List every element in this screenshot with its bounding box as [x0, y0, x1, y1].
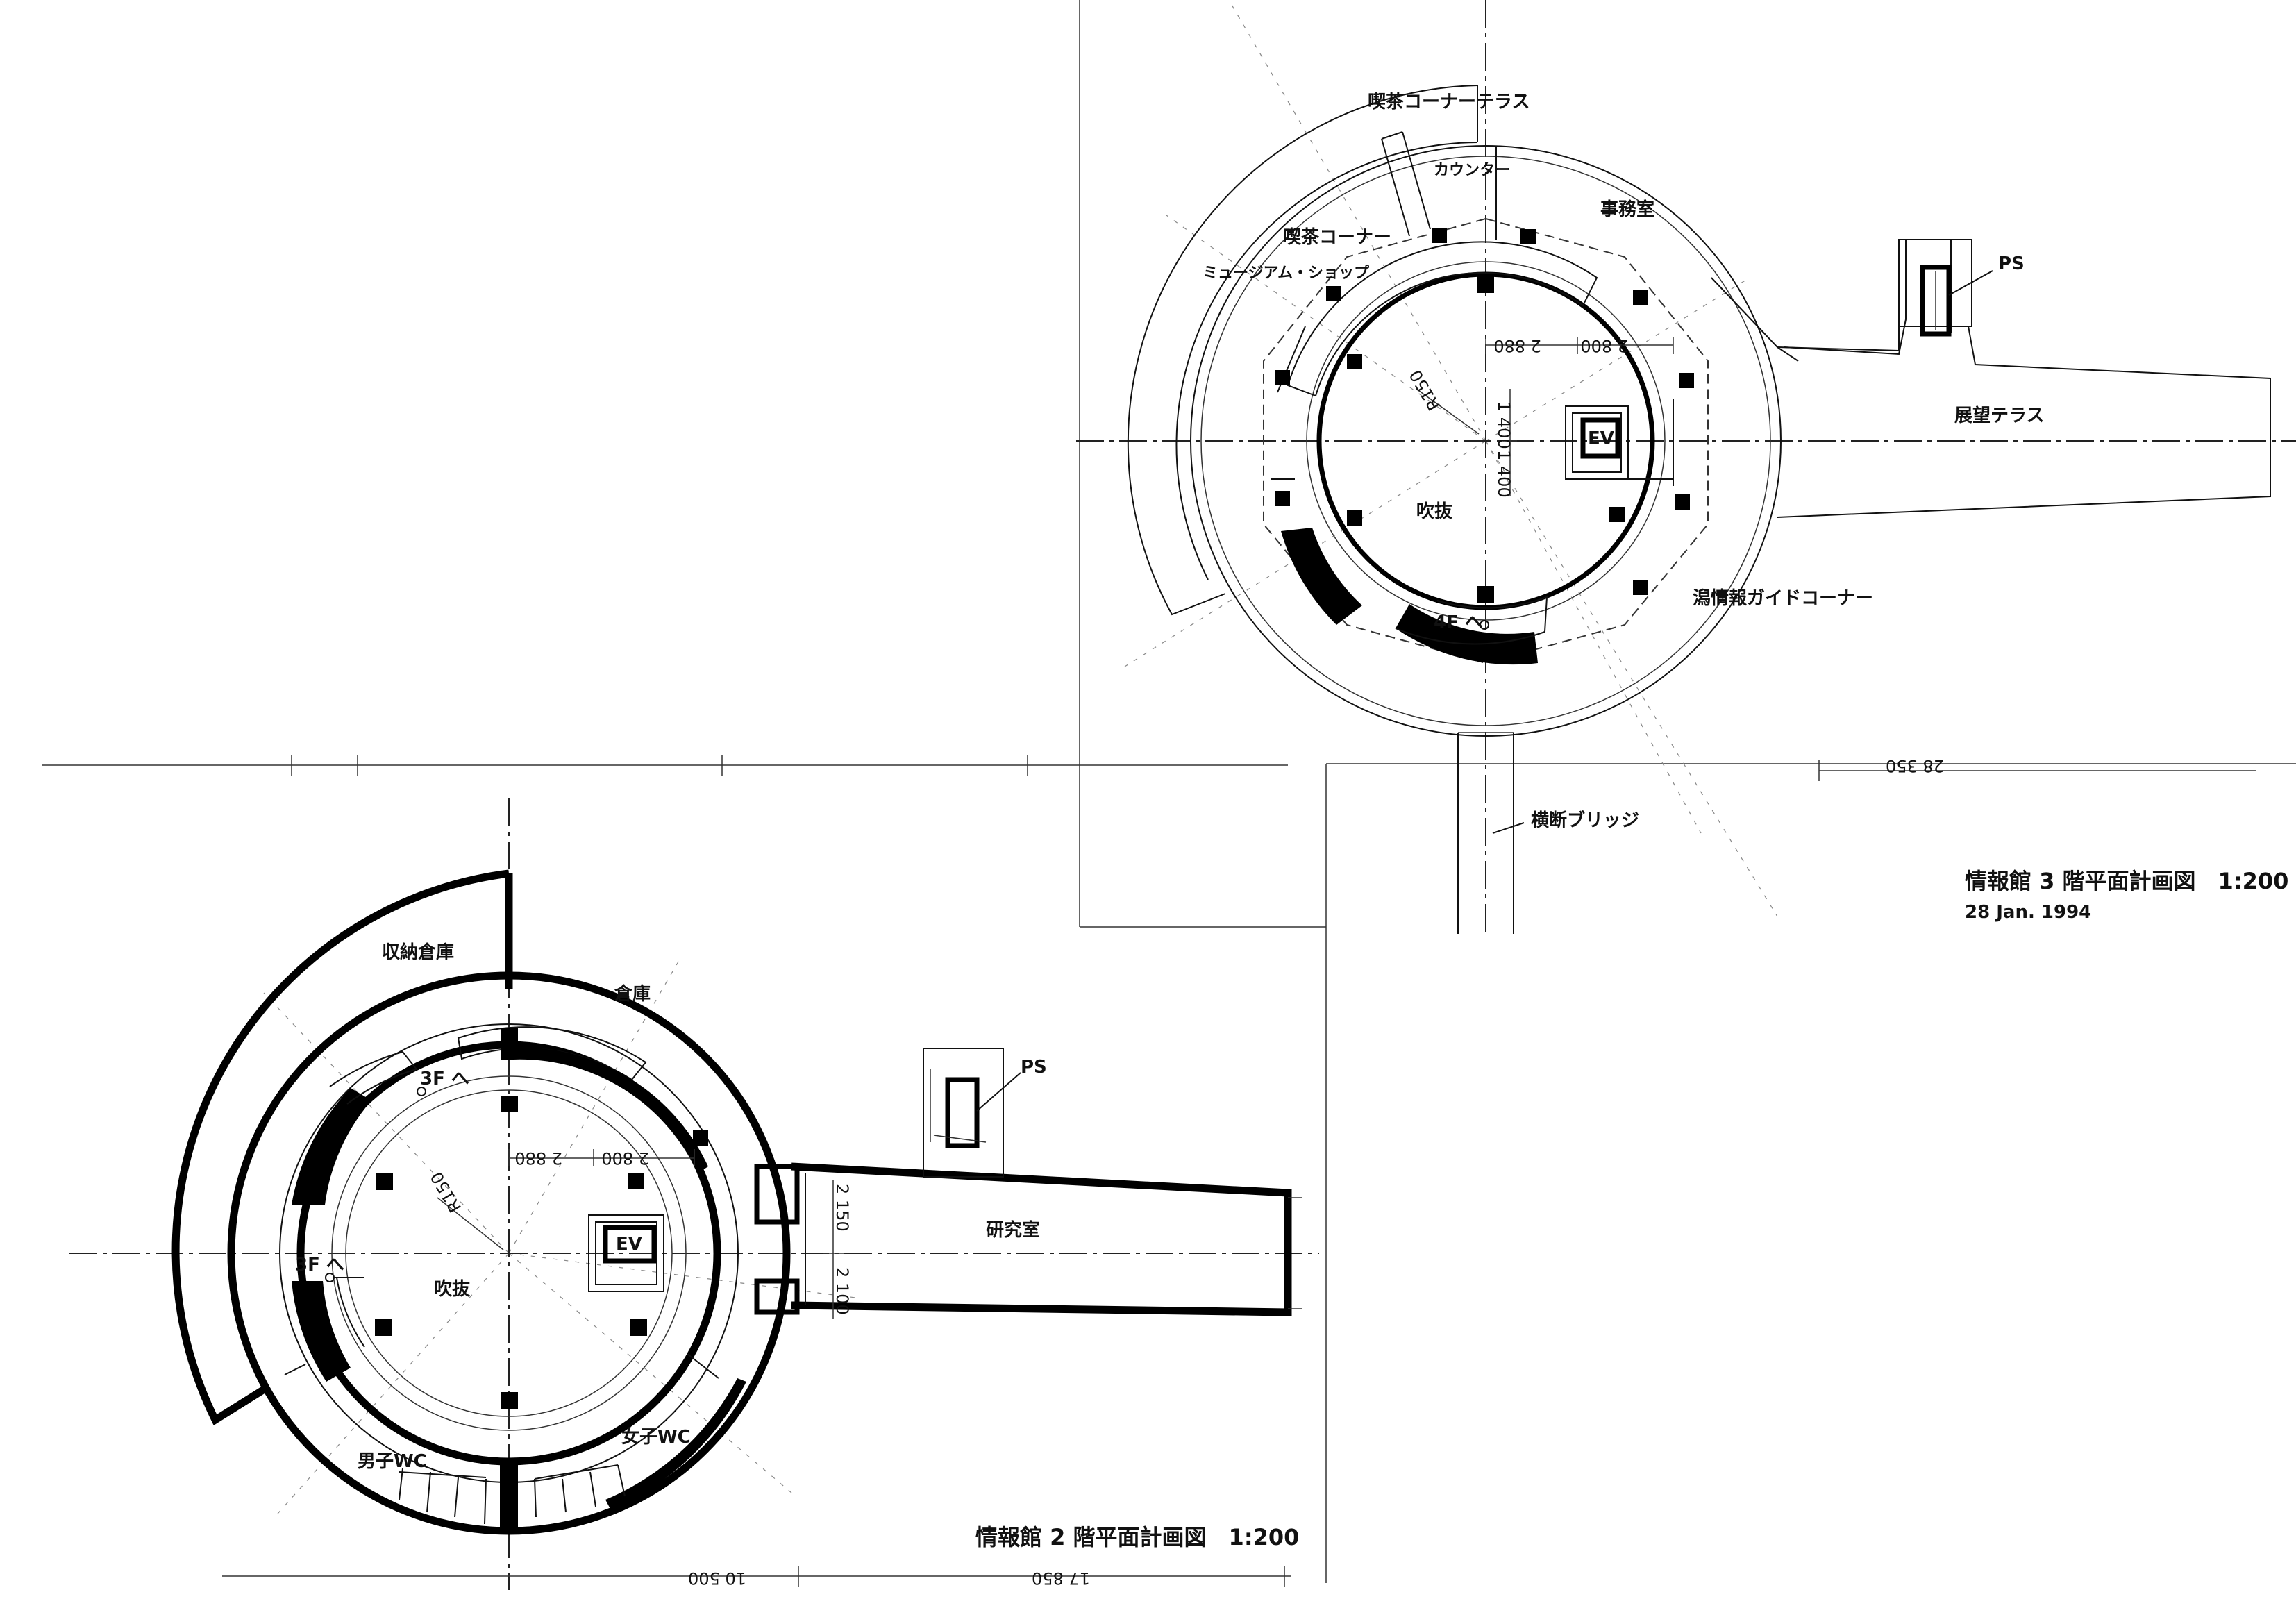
- room-bridge-3f: 横断ブリッジ: [1531, 810, 1639, 831]
- columns-3f: [1275, 228, 1694, 603]
- construction-rays-2f: [263, 957, 862, 1514]
- elevator-3f: [1565, 399, 1674, 486]
- elevator-2f: [588, 1214, 664, 1292]
- room-cafe-terrace-3f: 喫茶コーナーテラス: [1368, 92, 1530, 112]
- room-storage-2f: 収納倉庫: [382, 941, 454, 963]
- ps-label-2f: PS: [1021, 1057, 1047, 1078]
- lab-wing-2f: [754, 1162, 1302, 1316]
- stair-wall-left-upper-2f: [292, 1088, 371, 1205]
- room-mens-wc-2f: 男子WC: [358, 1451, 427, 1472]
- dimension-lines-2f: [222, 1149, 1291, 1587]
- room-lagoon-guide-3f: 潟情報ガイドコーナー: [1693, 588, 1873, 609]
- dim-28350-3f: 28 350: [1886, 756, 1944, 776]
- room-lab-2f: 研究室: [986, 1219, 1040, 1241]
- room-void-2f: 吹抜: [434, 1279, 471, 1300]
- ev-label-2f: EV: [616, 1234, 642, 1255]
- dim-17850-2f: 17 850: [1032, 1568, 1090, 1588]
- dim-2800-3f: 2 800: [1580, 336, 1628, 355]
- room-observation-terrace-3f: 展望テラス: [1954, 405, 2044, 426]
- sheet-frame-lines: [1079, 0, 2296, 1583]
- dim-2880-2f: 2 880: [514, 1148, 562, 1168]
- outer-wall-circle-3f: [1190, 145, 1782, 737]
- dim-1400a-3f: 1 400: [1494, 401, 1514, 449]
- room-womens-wc-2f: 女子WC: [621, 1426, 691, 1448]
- dim-2150-2f: 2 150: [832, 1184, 852, 1232]
- room-warehouse-2f: 倉庫: [614, 983, 651, 1005]
- columns-2f: [375, 1028, 708, 1409]
- top-dimension-line-2f: [42, 755, 1288, 776]
- wc-stalls-2f: [284, 1353, 719, 1525]
- outer-wall-inner-circle-3f: [1200, 156, 1771, 726]
- stair-wall-left-lower-2f: [292, 1281, 351, 1382]
- dim-2880-3f: 2 880: [1493, 336, 1541, 355]
- dim-2800-2f: 2 800: [601, 1148, 649, 1168]
- stair-wall-bottom-3f: [1396, 604, 1538, 665]
- ps-label-3f: PS: [1998, 253, 2025, 274]
- room-cafe-3f: 喫茶コーナー: [1283, 227, 1391, 248]
- third-floor-plan: EV PS 2 8: [1076, 0, 2296, 937]
- title-3f: 情報館 3 階平面計画図 1:200: [1965, 868, 2288, 894]
- partitions-3f: [1271, 131, 1799, 480]
- stair-wall-bottom-left-3f: [1281, 528, 1362, 625]
- room-void-3f: 吹抜: [1416, 501, 1453, 522]
- date-3f: 28 Jan. 1994: [1965, 902, 2091, 923]
- terrace-outer-arc-3f: [1127, 85, 1478, 616]
- stair-to-4f-label: 4F へ: [1434, 612, 1483, 633]
- title-2f: 情報館 2 階平面計画図 1:200: [975, 1524, 1299, 1550]
- dim-radius-2f: R150: [427, 1169, 465, 1216]
- storage-wing-outer-wall-2f: [171, 869, 510, 1425]
- construction-rays-3f: [1124, 0, 1778, 917]
- dim-1400b-3f: 1 400: [1494, 450, 1514, 498]
- observation-terrace-outline-3f: [1777, 326, 2271, 518]
- stair-band-top-3f: [1287, 241, 1598, 397]
- dim-10500-2f: 10 500: [688, 1568, 746, 1588]
- dim-2100-2f: 2 100: [832, 1267, 852, 1315]
- dim-radius-3f: R150: [1406, 367, 1444, 414]
- second-floor-plan: PS EV 2 880 2 800 R150 2 150 2 100 10 50…: [42, 755, 1319, 1590]
- room-museum-shop-3f: ミュージアム・ショップ: [1203, 265, 1370, 282]
- bridge-3f: [1457, 732, 1525, 934]
- dimension-lines-3f: [1416, 337, 2256, 781]
- ev-label-3f: EV: [1588, 428, 1614, 449]
- upper-floor-outline-3f: [1263, 217, 1709, 664]
- womens-wc-wall-2f: [605, 1378, 746, 1510]
- stair-wall-top-2f: [501, 1047, 708, 1173]
- stair-to-3f-top-label: 3F へ: [420, 1069, 469, 1089]
- stair-to-3f-left-label: 3F へ: [295, 1255, 344, 1275]
- pipe-shaft-2f: [923, 1048, 1021, 1178]
- room-counter-3f: カウンター: [1434, 162, 1510, 179]
- terrace-inner-arc-3f: [1175, 142, 1478, 580]
- pipe-shaft-3f: [1898, 239, 1993, 337]
- room-office-3f: 事務室: [1600, 199, 1654, 220]
